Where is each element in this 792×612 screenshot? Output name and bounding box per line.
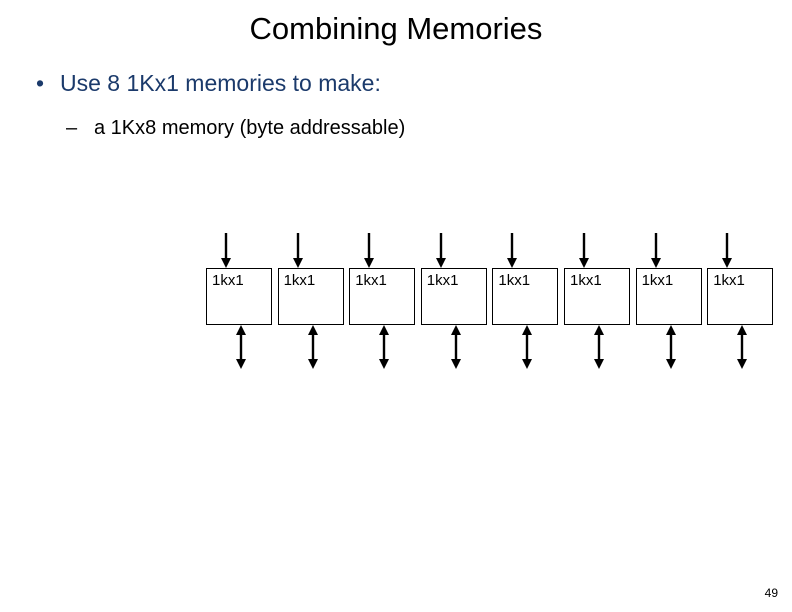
address-input-arrow-icon xyxy=(577,232,591,269)
data-bidirectional-arrow-icon xyxy=(520,325,534,369)
bullet-level1: • Use 8 1Kx1 memories to make: xyxy=(36,68,381,98)
memory-block-label: 1kx1 xyxy=(283,272,316,289)
memory-cell: 1kx1 xyxy=(635,232,708,372)
memory-block: 1kx1 xyxy=(206,268,272,325)
memory-block-label: 1kx1 xyxy=(713,272,745,289)
data-bidirectional-arrow-icon xyxy=(306,325,320,369)
memory-block: 1kx1 xyxy=(349,268,416,325)
memory-cell: 1kx1 xyxy=(349,232,421,372)
memory-cell: 1kx1 xyxy=(277,232,350,372)
memory-block-label: 1kx1 xyxy=(570,272,602,289)
memory-array-diagram: 1kx1 1kx1 xyxy=(206,232,778,372)
memory-block: 1kx1 xyxy=(492,268,559,325)
memory-block: 1kx1 xyxy=(420,268,487,325)
bullet-dash-icon: – xyxy=(66,117,78,139)
address-input-arrow-icon xyxy=(291,232,305,269)
memory-cell: 1kx1 xyxy=(707,232,779,372)
memory-block-label: 1kx1 xyxy=(641,272,674,289)
memory-block-label: 1kx1 xyxy=(426,272,459,289)
address-input-arrow-icon xyxy=(649,232,663,269)
bullet-level2-text: a 1Kx8 memory (byte addressable) xyxy=(94,117,406,139)
address-input-arrow-icon xyxy=(362,232,376,269)
bullet-level2: – a 1Kx8 memory (byte addressable) xyxy=(66,115,405,142)
address-input-arrow-icon xyxy=(219,232,233,269)
memory-block-label: 1kx1 xyxy=(498,272,531,289)
data-bidirectional-arrow-icon xyxy=(377,325,391,369)
data-bidirectional-arrow-icon xyxy=(592,325,606,369)
memory-cell: 1kx1 xyxy=(564,232,636,372)
address-input-arrow-icon xyxy=(720,232,734,269)
data-bidirectional-arrow-icon xyxy=(664,325,678,369)
memory-block: 1kx1 xyxy=(277,268,344,325)
bullet-dot-icon: • xyxy=(36,70,45,96)
data-bidirectional-arrow-icon xyxy=(449,325,463,369)
memory-block: 1kx1 xyxy=(564,268,630,325)
memory-block: 1kx1 xyxy=(635,268,702,325)
data-bidirectional-arrow-icon xyxy=(735,325,749,369)
memory-block: 1kx1 xyxy=(707,268,774,325)
memory-block-label: 1kx1 xyxy=(212,272,244,289)
address-input-arrow-icon xyxy=(434,232,448,269)
bullet-level1-text: Use 8 1Kx1 memories to make: xyxy=(60,70,381,96)
page-title: Combining Memories xyxy=(249,11,543,46)
memory-cell: 1kx1 xyxy=(492,232,564,372)
memory-cell: 1kx1 xyxy=(206,232,278,372)
data-bidirectional-arrow-icon xyxy=(234,325,248,369)
memory-block-label: 1kx1 xyxy=(355,272,387,289)
address-input-arrow-icon xyxy=(505,232,519,269)
page-number: 49 xyxy=(764,586,778,600)
memory-cell: 1kx1 xyxy=(420,232,493,372)
